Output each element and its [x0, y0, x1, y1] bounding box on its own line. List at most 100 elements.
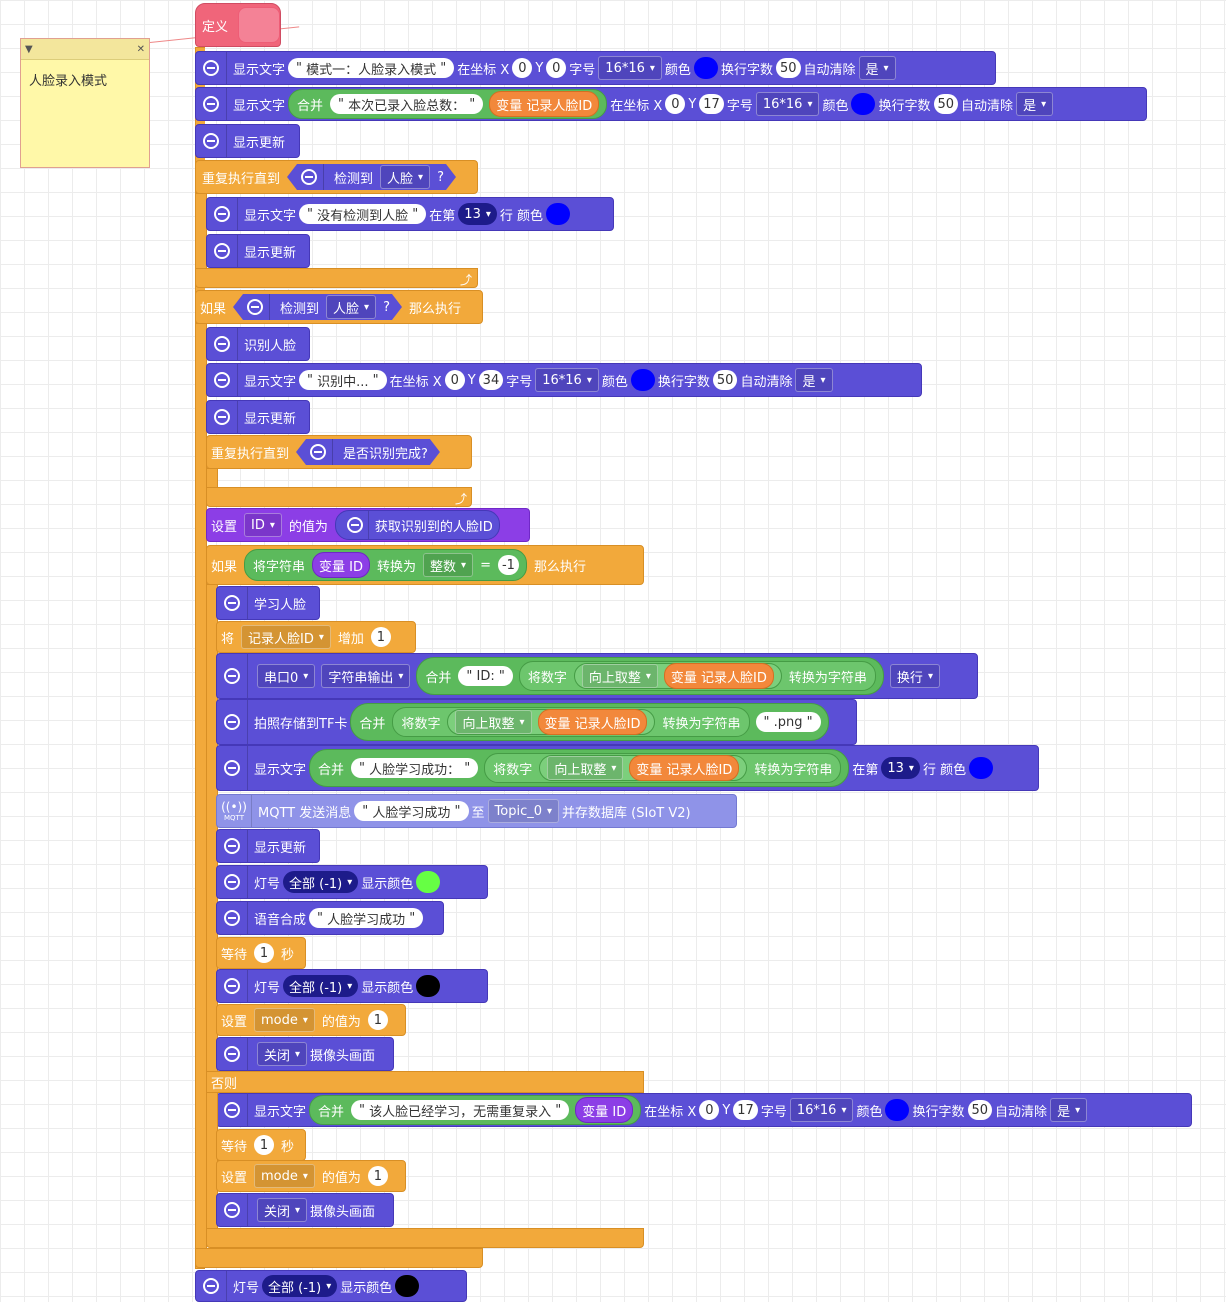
- value-input[interactable]: 1: [370, 627, 391, 647]
- newline-dropdown[interactable]: 换行: [889, 664, 940, 688]
- ceil-block[interactable]: 向上取整 变量 记录人脸ID: [573, 663, 782, 689]
- number-to-string[interactable]: 将数字 向上取整 变量 记录人脸ID 转换为字符串: [392, 707, 750, 737]
- display-update-block[interactable]: 显示更新: [216, 829, 320, 863]
- variable-dropdown[interactable]: 记录人脸ID: [241, 625, 331, 649]
- text-input[interactable]: " 该人脸已经学习，无需重复录入 ": [351, 1100, 570, 1120]
- led-dropdown[interactable]: 全部 (-1): [262, 1275, 338, 1297]
- recognize-face-block[interactable]: 识别人脸: [206, 327, 310, 361]
- change-variable-block[interactable]: 将 记录人脸ID 增加 1: [216, 621, 416, 653]
- function-name-slot[interactable]: [238, 7, 280, 43]
- color-swatch[interactable]: [416, 975, 441, 997]
- set-variable-block[interactable]: 设置 ID 的值为 获取识别到的人脸ID: [206, 508, 530, 542]
- if-block[interactable]: 如果 检测到 人脸 ? 那么执行: [195, 290, 483, 324]
- math-op-dropdown[interactable]: 向上取整: [581, 664, 658, 688]
- equals-condition[interactable]: 将字符串 变量 ID 转换为 整数 = -1: [244, 549, 527, 581]
- value-input[interactable]: 1: [367, 1166, 388, 1186]
- text-input[interactable]: " ID: ": [458, 666, 513, 686]
- wrap-input[interactable]: 50: [775, 58, 801, 78]
- variable-reporter[interactable]: 变量 记录人脸ID: [629, 755, 740, 781]
- font-size-dropdown[interactable]: 16*16: [789, 1098, 854, 1122]
- led-color-block[interactable]: 灯号 全部 (-1) 显示颜色: [195, 1270, 467, 1302]
- display-update-block[interactable]: 显示更新: [195, 124, 300, 158]
- value-input[interactable]: -1: [497, 555, 519, 575]
- display-update-block[interactable]: 显示更新: [206, 234, 310, 268]
- color-swatch[interactable]: [885, 1099, 910, 1121]
- auto-clear-dropdown[interactable]: 是: [795, 368, 833, 392]
- detect-condition[interactable]: 检测到 人脸 ?: [287, 164, 456, 190]
- display-text-block[interactable]: 显示文字 " 没有检测到人脸 " 在第 13 行 颜色: [206, 197, 614, 231]
- display-text-block[interactable]: 显示文字 合并 " 本次已录入脸总数： " 变量 记录人脸ID 在坐标 X 0 …: [195, 87, 1147, 121]
- ceil-block[interactable]: 向上取整 变量 记录人脸ID: [447, 709, 656, 735]
- variable-reporter[interactable]: 变量 记录人脸ID: [537, 709, 648, 735]
- x-input[interactable]: 0: [512, 58, 533, 78]
- text-input[interactable]: " .png ": [755, 712, 821, 732]
- serial-output-block[interactable]: 串口0 字符串输出 合并 " ID: " 将数字 向上取整 变量 记录人脸ID …: [216, 653, 978, 699]
- auto-clear-dropdown[interactable]: 是: [858, 56, 896, 80]
- variable-reporter[interactable]: 变量 ID: [575, 1097, 634, 1123]
- y-input[interactable]: 17: [733, 1100, 758, 1120]
- font-size-dropdown[interactable]: 16*16: [755, 92, 820, 116]
- number-to-string[interactable]: 将数字 向上取整 变量 记录人脸ID 转换为字符串: [518, 661, 876, 691]
- join-block[interactable]: 合并 " 本次已录入脸总数： " 变量 记录人脸ID: [288, 89, 608, 119]
- text-input[interactable]: " 识别中... ": [299, 370, 387, 390]
- led-color-block[interactable]: 灯号 全部 (-1) 显示颜色: [216, 969, 488, 1003]
- text-input[interactable]: " 本次已录入脸总数： ": [330, 94, 484, 114]
- wrap-input[interactable]: 50: [933, 94, 959, 114]
- detect-type-dropdown[interactable]: 人脸: [380, 165, 430, 189]
- led-color-block[interactable]: 灯号 全部 (-1) 显示颜色: [216, 865, 488, 899]
- variable-reporter[interactable]: 变量 记录人脸ID: [663, 663, 774, 689]
- math-op-dropdown[interactable]: 向上取整: [547, 756, 624, 780]
- text-input[interactable]: " 人脸学习成功： ": [351, 758, 479, 778]
- display-text-block[interactable]: 显示文字 " 识别中... " 在坐标 X 0 Y 34 字号 16*16 颜色…: [206, 363, 922, 397]
- wait-block[interactable]: 等待 1 秒: [216, 937, 306, 969]
- if-block[interactable]: 如果 将字符串 变量 ID 转换为 整数 = -1 那么执行: [206, 545, 644, 585]
- led-dropdown[interactable]: 全部 (-1): [283, 975, 359, 997]
- color-swatch[interactable]: [546, 203, 571, 225]
- row-dropdown[interactable]: 13: [881, 757, 920, 779]
- type-dropdown[interactable]: 整数: [423, 553, 474, 577]
- variable-dropdown[interactable]: mode: [254, 1164, 315, 1188]
- wait-block[interactable]: 等待 1 秒: [216, 1129, 306, 1161]
- led-dropdown[interactable]: 全部 (-1): [283, 871, 359, 893]
- output-mode-dropdown[interactable]: 字符串输出: [321, 664, 411, 688]
- repeat-until-block[interactable]: 重复执行直到 是否识别完成?: [206, 435, 472, 469]
- color-swatch[interactable]: [416, 871, 441, 893]
- font-size-dropdown[interactable]: 16*16: [598, 56, 662, 80]
- photo-save-block[interactable]: 拍照存储到TF卡 合并 将数字 向上取整 变量 记录人脸ID 转换为字符串 " …: [216, 699, 857, 745]
- repeat-until-block[interactable]: 重复执行直到 检测到 人脸 ?: [195, 160, 478, 194]
- serial-port-dropdown[interactable]: 串口0: [257, 664, 316, 688]
- action-dropdown[interactable]: 关闭: [257, 1198, 308, 1222]
- join-block[interactable]: 合并 " 人脸学习成功： " 将数字 向上取整 变量 记录人脸ID 转换为字符串: [309, 749, 850, 787]
- x-input[interactable]: 0: [444, 370, 465, 390]
- join-block[interactable]: 合并 " 该人脸已经学习，无需重复录入 " 变量 ID: [309, 1095, 642, 1125]
- y-input[interactable]: 34: [478, 370, 504, 390]
- join-block[interactable]: 合并 " ID: " 将数字 向上取整 变量 记录人脸ID 转换为字符串: [416, 657, 884, 695]
- text-input[interactable]: " 模式一：人脸录入模式 ": [288, 58, 455, 78]
- topic-dropdown[interactable]: Topic_0: [487, 799, 560, 823]
- font-size-dropdown[interactable]: 16*16: [535, 368, 599, 392]
- number-to-string[interactable]: 将数字 向上取整 变量 记录人脸ID 转换为字符串: [484, 753, 842, 783]
- color-swatch[interactable]: [395, 1275, 420, 1297]
- collapse-icon[interactable]: ▼: [25, 43, 33, 55]
- color-swatch[interactable]: [851, 93, 876, 115]
- mqtt-send-block[interactable]: ((•))MQTT MQTT 发送消息 " 人脸学习成功 " 至 Topic_0…: [216, 794, 737, 828]
- set-variable-block[interactable]: 设置 mode 的值为 1: [216, 1004, 406, 1036]
- y-input[interactable]: 0: [546, 58, 567, 78]
- variable-reporter[interactable]: 变量 ID: [312, 552, 371, 578]
- display-update-block[interactable]: 显示更新: [206, 400, 310, 434]
- recognition-done-condition[interactable]: 是否识别完成?: [296, 439, 440, 465]
- value-input[interactable]: 1: [367, 1010, 388, 1030]
- auto-clear-dropdown[interactable]: 是: [1050, 1098, 1088, 1122]
- comment-note[interactable]: ▼✕ 人脸录入模式: [20, 38, 150, 168]
- seconds-input[interactable]: 1: [254, 1135, 275, 1155]
- seconds-input[interactable]: 1: [254, 943, 275, 963]
- wrap-input[interactable]: 50: [967, 1100, 993, 1120]
- display-text-block[interactable]: 显示文字 合并 " 该人脸已经学习，无需重复录入 " 变量 ID 在坐标 X 0…: [216, 1093, 1192, 1127]
- row-dropdown[interactable]: 13: [458, 203, 497, 225]
- x-input[interactable]: 0: [665, 94, 686, 114]
- detect-condition[interactable]: 检测到 人脸 ?: [233, 294, 402, 320]
- color-swatch[interactable]: [693, 57, 718, 79]
- variable-dropdown[interactable]: ID: [244, 513, 282, 537]
- color-swatch[interactable]: [969, 757, 994, 779]
- wrap-input[interactable]: 50: [712, 370, 738, 390]
